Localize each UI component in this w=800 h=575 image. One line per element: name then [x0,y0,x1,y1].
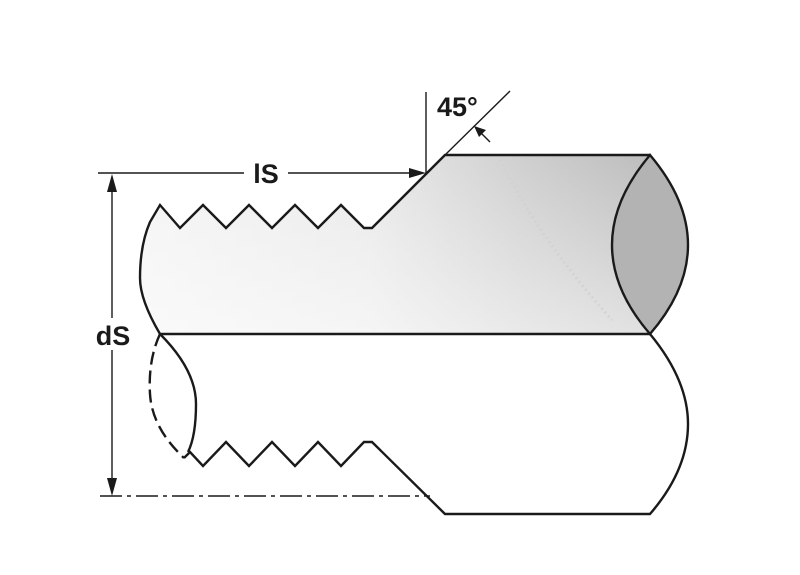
upper-rod-outline [138,153,650,335]
lower-rod-outline [183,333,690,516]
chamfer-angle-line [444,90,511,156]
ls-label: lS [253,159,279,189]
helix-shade-line [498,159,614,322]
ls-arrowhead [409,168,426,178]
lower-left-end-dashed [148,333,185,459]
angle-arrowhead [474,126,486,137]
ds-arrow-top [107,174,117,192]
ds-label: dS [96,321,131,351]
lower-left-end-solid [159,333,198,453]
ds-label-bg [92,318,134,350]
angle-label: 45° [437,92,478,122]
upper-rod-highlight [140,155,650,334]
ls-label-bg [244,158,288,188]
ds-arrow-bottom [107,478,117,496]
